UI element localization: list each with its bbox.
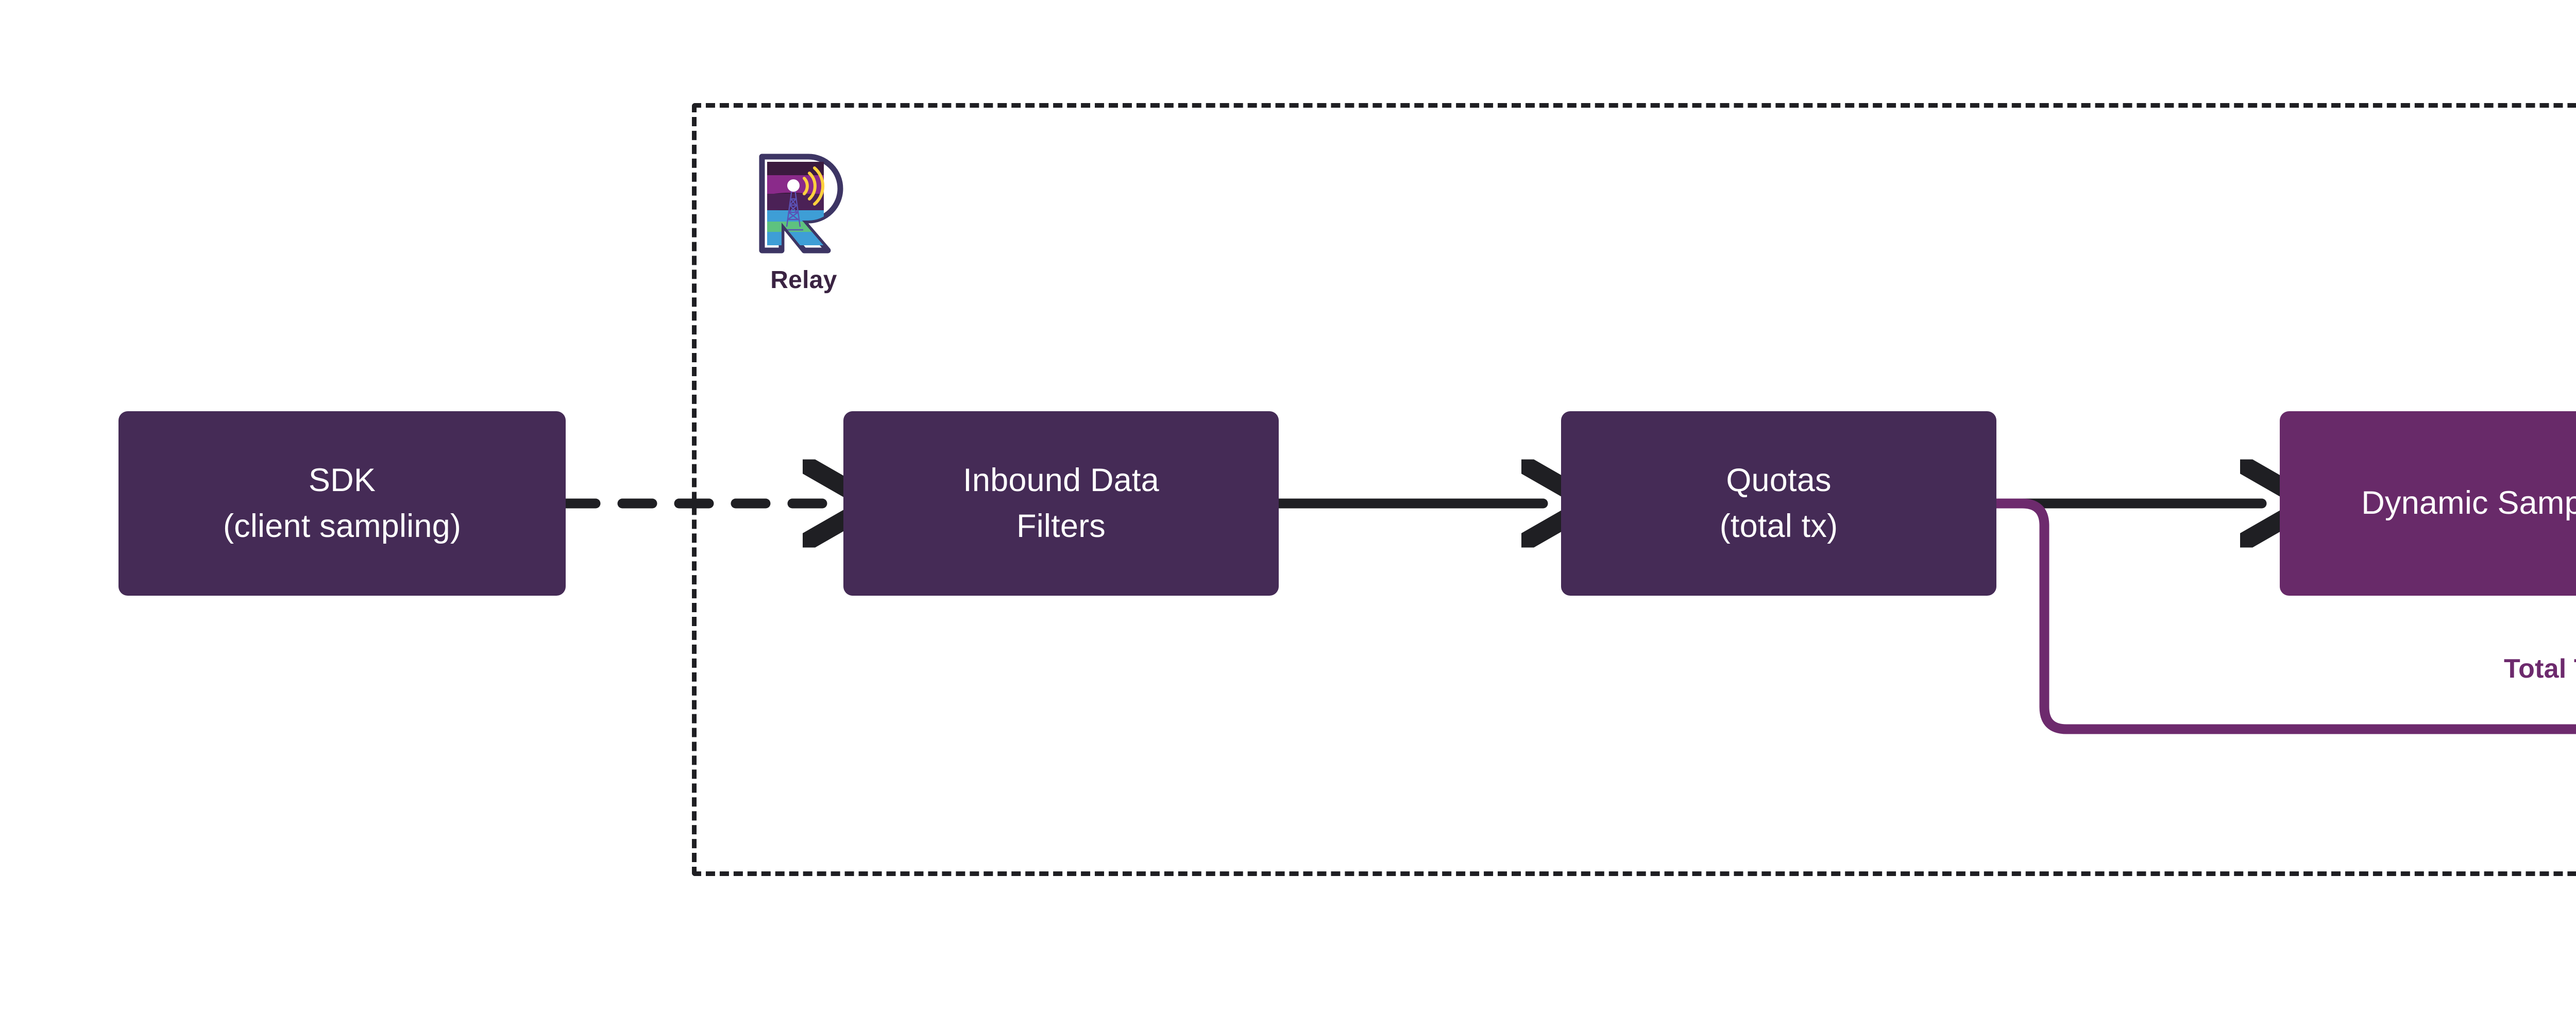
inbound-data-filters-title: Inbound Data	[963, 462, 1159, 498]
sdk-title: SDK	[308, 462, 376, 498]
sdk-node[interactable]: SDK (client sampling)	[118, 411, 566, 596]
quotas-node[interactable]: Quotas (total tx)	[1561, 411, 1996, 596]
inbound-data-filters-node[interactable]: Inbound Data Filters	[843, 411, 1279, 596]
relay-logo-icon	[759, 154, 843, 254]
quotas-title: Quotas	[1726, 462, 1832, 498]
relay-label: Relay	[770, 266, 837, 294]
inbound-data-filters-subtitle: Filters	[1016, 508, 1106, 544]
relay-badge: Relay	[734, 149, 873, 294]
sdk-subtitle: (client sampling)	[223, 508, 462, 544]
relay-boundary	[692, 103, 2576, 876]
dynamic-sampling-node[interactable]: Dynamic Sampling	[2280, 411, 2576, 596]
quotas-subtitle: (total tx)	[1719, 508, 1838, 544]
dynamic-sampling-title: Dynamic Sampling	[2361, 485, 2576, 521]
total-transactions-label: Total Transactions (aka metrics)	[2504, 654, 2576, 684]
